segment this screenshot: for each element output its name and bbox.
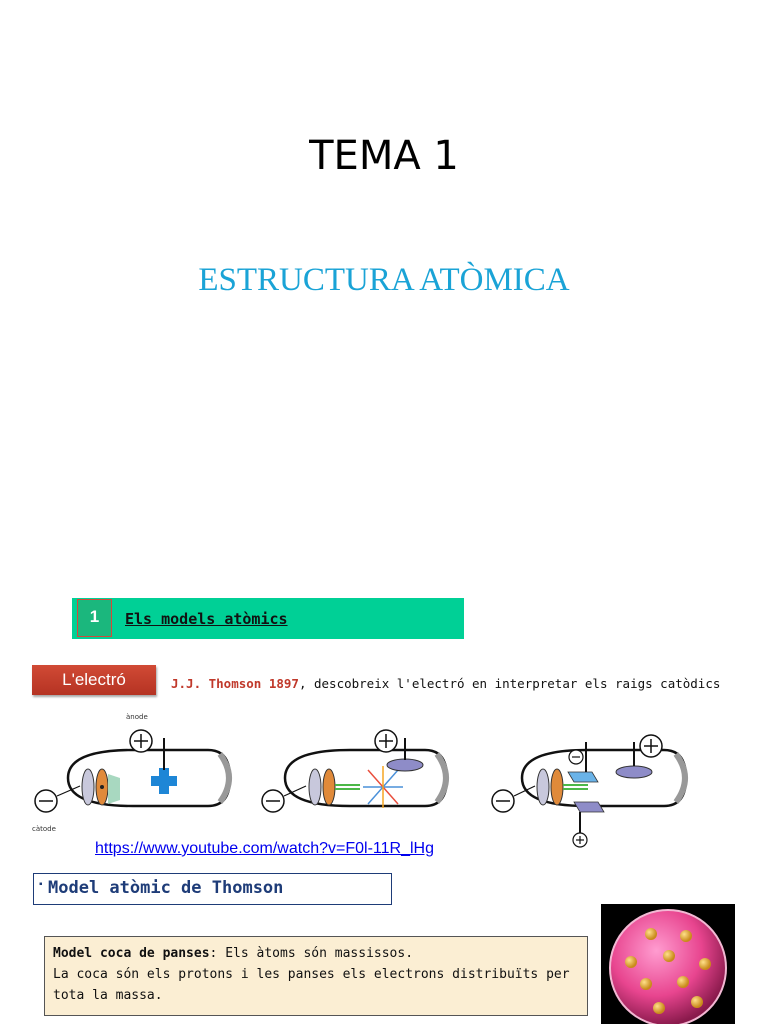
section-heading: Els models atòmics xyxy=(125,610,288,628)
thomson-model-box xyxy=(33,873,392,905)
cathode-tube-1: ànode càtode xyxy=(32,713,232,833)
plum-pudding-model-image xyxy=(601,904,735,1024)
section-banner xyxy=(72,598,464,639)
coca-model-sentence-2: La coca són els protons i les panses els… xyxy=(53,967,570,1003)
slide-subtitle: ESTRUCTURA ATÒMICA xyxy=(198,262,570,298)
thomson-description: , descobreix l'electró en interpretar el… xyxy=(298,676,721,691)
anode-label: ànode xyxy=(126,713,148,721)
youtube-video-link[interactable]: https://www.youtube.com/watch?v=F0l-11R_… xyxy=(95,840,434,857)
section-number: 1 xyxy=(77,599,112,637)
cathode-tube-3 xyxy=(491,734,688,848)
bullet-icon: ▪ xyxy=(39,879,43,890)
thomson-discovery-text: J.J. Thomson 1897, descobreix l'electró … xyxy=(171,676,720,691)
cathode-label: càtode xyxy=(32,825,56,833)
coca-model-description: Model coca de panses: Els àtoms són mass… xyxy=(44,936,588,1016)
coca-model-term: Model coca de panses xyxy=(53,946,210,961)
electron-raisins xyxy=(625,928,711,1014)
cathode-ray-tubes-diagram: ànode càtode xyxy=(32,713,688,848)
thomson-model-heading: Model atòmic de Thomson xyxy=(48,878,284,898)
coca-model-sentence-1: : Els àtoms són massissos. xyxy=(209,946,414,961)
electron-tag: L'electró xyxy=(32,665,156,695)
thomson-author-year: J.J. Thomson 1897 xyxy=(171,676,299,691)
cathode-tube-2 xyxy=(261,729,449,813)
slide-title: TEMA 1 xyxy=(309,133,459,179)
